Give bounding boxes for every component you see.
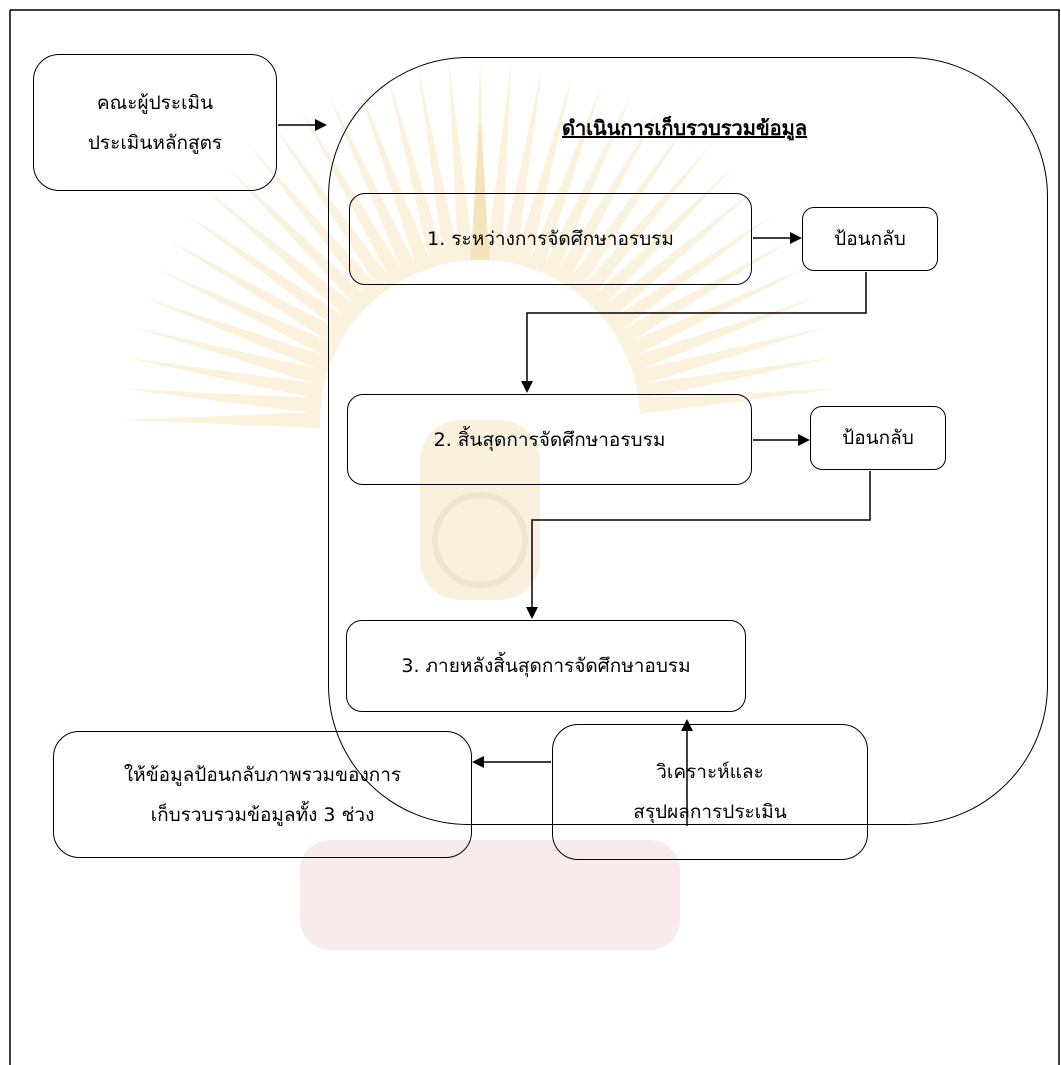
emblem-ray (153, 267, 339, 360)
evaluator-line2: ประเมินหลักสูตร (87, 131, 223, 154)
analysis-line1: วิเคราะห์และ (656, 761, 764, 783)
emblem-ray (587, 165, 735, 313)
step1-label: 1. ระหว่างการจัดศึกษาอรบรม (427, 228, 674, 250)
emblem-ray (527, 81, 604, 273)
emblem-ray (185, 213, 354, 335)
emblem-ray (125, 357, 325, 401)
overall-feedback-line2: เก็บรวบรวมข้อมูลทั้ง 3 ช่วง (150, 803, 375, 826)
overall-feedback-line1: ให้ข้อมูลป้อนกลับภาพรวมของการ (123, 763, 402, 786)
analysis-box: วิเคราะห์และ สรุปผลการประเมิน (552, 724, 868, 860)
step2-label: 2. สิ้นสุดการจัดศึกษาอรบรม (433, 428, 666, 451)
emblem-ray (552, 108, 660, 286)
arrow-feedback1-to-step2 (521, 272, 867, 393)
emblem-ray (120, 412, 321, 428)
arrow-feedback2-to-step3 (526, 471, 871, 619)
emblem-ray (499, 65, 543, 265)
emblem-ray (627, 296, 819, 373)
step1-box: 1. ระหว่างการจัดศึกษาอรบรม (349, 193, 752, 285)
emblem-ray (204, 188, 363, 324)
emblem-ray (632, 326, 828, 387)
emblem-ray (225, 165, 373, 313)
emblem-ray (614, 240, 792, 348)
step3-box: 3. ภายหลังสิ้นสุดการจัดศึกษาอบรม (346, 620, 746, 712)
analysis-line2: สรุปผลการประเมิน (633, 801, 787, 823)
evaluator-line1: คณะผู้ประเมิน (96, 91, 214, 114)
feedback2-box: ป้อนกลับ (810, 406, 946, 470)
emblem-ray (565, 125, 687, 294)
evaluator-box: คณะผู้ประเมิน ประเมินหลักสูตร (33, 54, 277, 191)
emblem-ray (132, 326, 328, 387)
emblem-ray (141, 296, 333, 373)
emblem-ray (168, 240, 346, 348)
emblem-ray (606, 213, 775, 335)
collection-group-title: ดำเนินการเก็บรวบรวมข้อมูล (562, 116, 808, 140)
emblem-base (300, 840, 680, 950)
emblem-body (420, 420, 540, 600)
feedback1-label: ป้อนกลับ (834, 228, 906, 250)
feedback2-label: ป้อนกลับ (842, 427, 914, 449)
emblem-ray (576, 144, 712, 303)
emblem-wheel (432, 492, 528, 588)
emblem-ray (635, 357, 835, 401)
emblem-ray (472, 60, 488, 261)
collection-group-frame (328, 57, 1048, 825)
emblem-ray (513, 72, 574, 268)
emblem-ray (540, 93, 633, 279)
overall-feedback-box: ให้ข้อมูลป้อนกลับภาพรวมของการ เก็บรวบรวม… (53, 731, 472, 858)
emblem-ray (485, 61, 512, 262)
emblem-ray (273, 125, 395, 294)
feedback1-box: ป้อนกลับ (802, 207, 938, 271)
emblem-ray (121, 388, 322, 415)
step3-label: 3. ภายหลังสิ้นสุดการจัดศึกษาอบรม (401, 655, 691, 677)
step2-box: 2. สิ้นสุดการจัดศึกษาอรบรม (347, 394, 752, 485)
emblem-ray (597, 188, 756, 324)
emblem-ray (621, 267, 807, 360)
emblem-crown (470, 120, 490, 260)
